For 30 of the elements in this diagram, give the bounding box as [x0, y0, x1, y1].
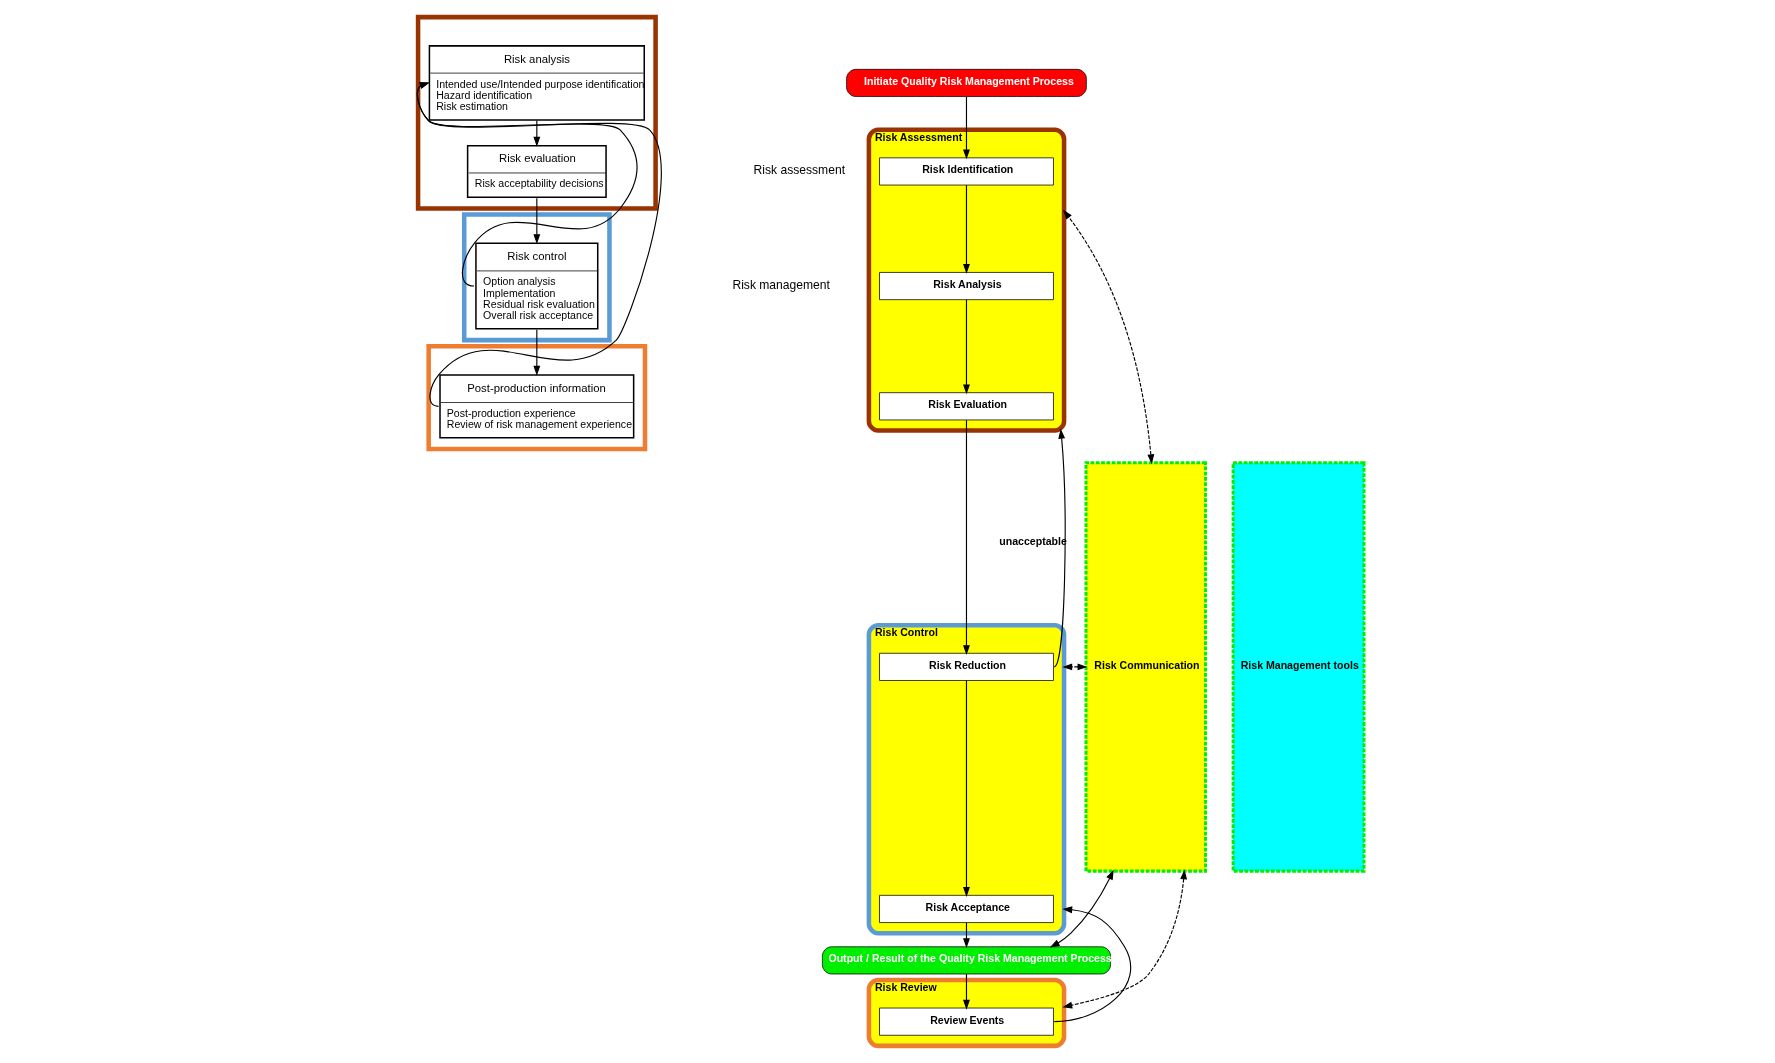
node-box: Risk Acceptance	[878, 894, 1054, 923]
node-box: Risk Communication	[1083, 461, 1207, 873]
cluster	[425, 343, 647, 452]
arrow	[962, 96, 970, 160]
arrow	[962, 419, 970, 655]
arrow	[416, 82, 638, 287]
arrow	[532, 197, 540, 245]
arrow	[1049, 869, 1114, 948]
node-box: Risk Identification	[878, 157, 1054, 186]
node-box: Output / Result of the Quality Risk Management Process	[821, 946, 1111, 975]
node-box: Initiate Quality Risk Management Process	[845, 68, 1087, 97]
node-box: Risk Reduction	[878, 652, 1054, 681]
node-box: Risk Evaluation	[878, 392, 1054, 421]
arrow	[416, 82, 662, 407]
label: Risk management	[731, 277, 830, 292]
arrow	[962, 973, 970, 1010]
arrow	[962, 680, 970, 897]
node-box: Risk Analysis	[878, 272, 1054, 301]
arrow	[1061, 869, 1187, 1009]
arrow	[1053, 906, 1131, 1023]
arrow	[962, 184, 970, 274]
cluster	[461, 212, 612, 343]
label: Risk assessment	[753, 163, 845, 178]
node-box: Risk Management tools	[1231, 461, 1365, 873]
node-box: Review Events	[878, 1007, 1054, 1036]
arrow	[1061, 663, 1087, 671]
arrow	[532, 329, 540, 376]
arrow	[1053, 428, 1066, 668]
arrow	[1062, 209, 1154, 465]
arrow	[962, 299, 970, 395]
